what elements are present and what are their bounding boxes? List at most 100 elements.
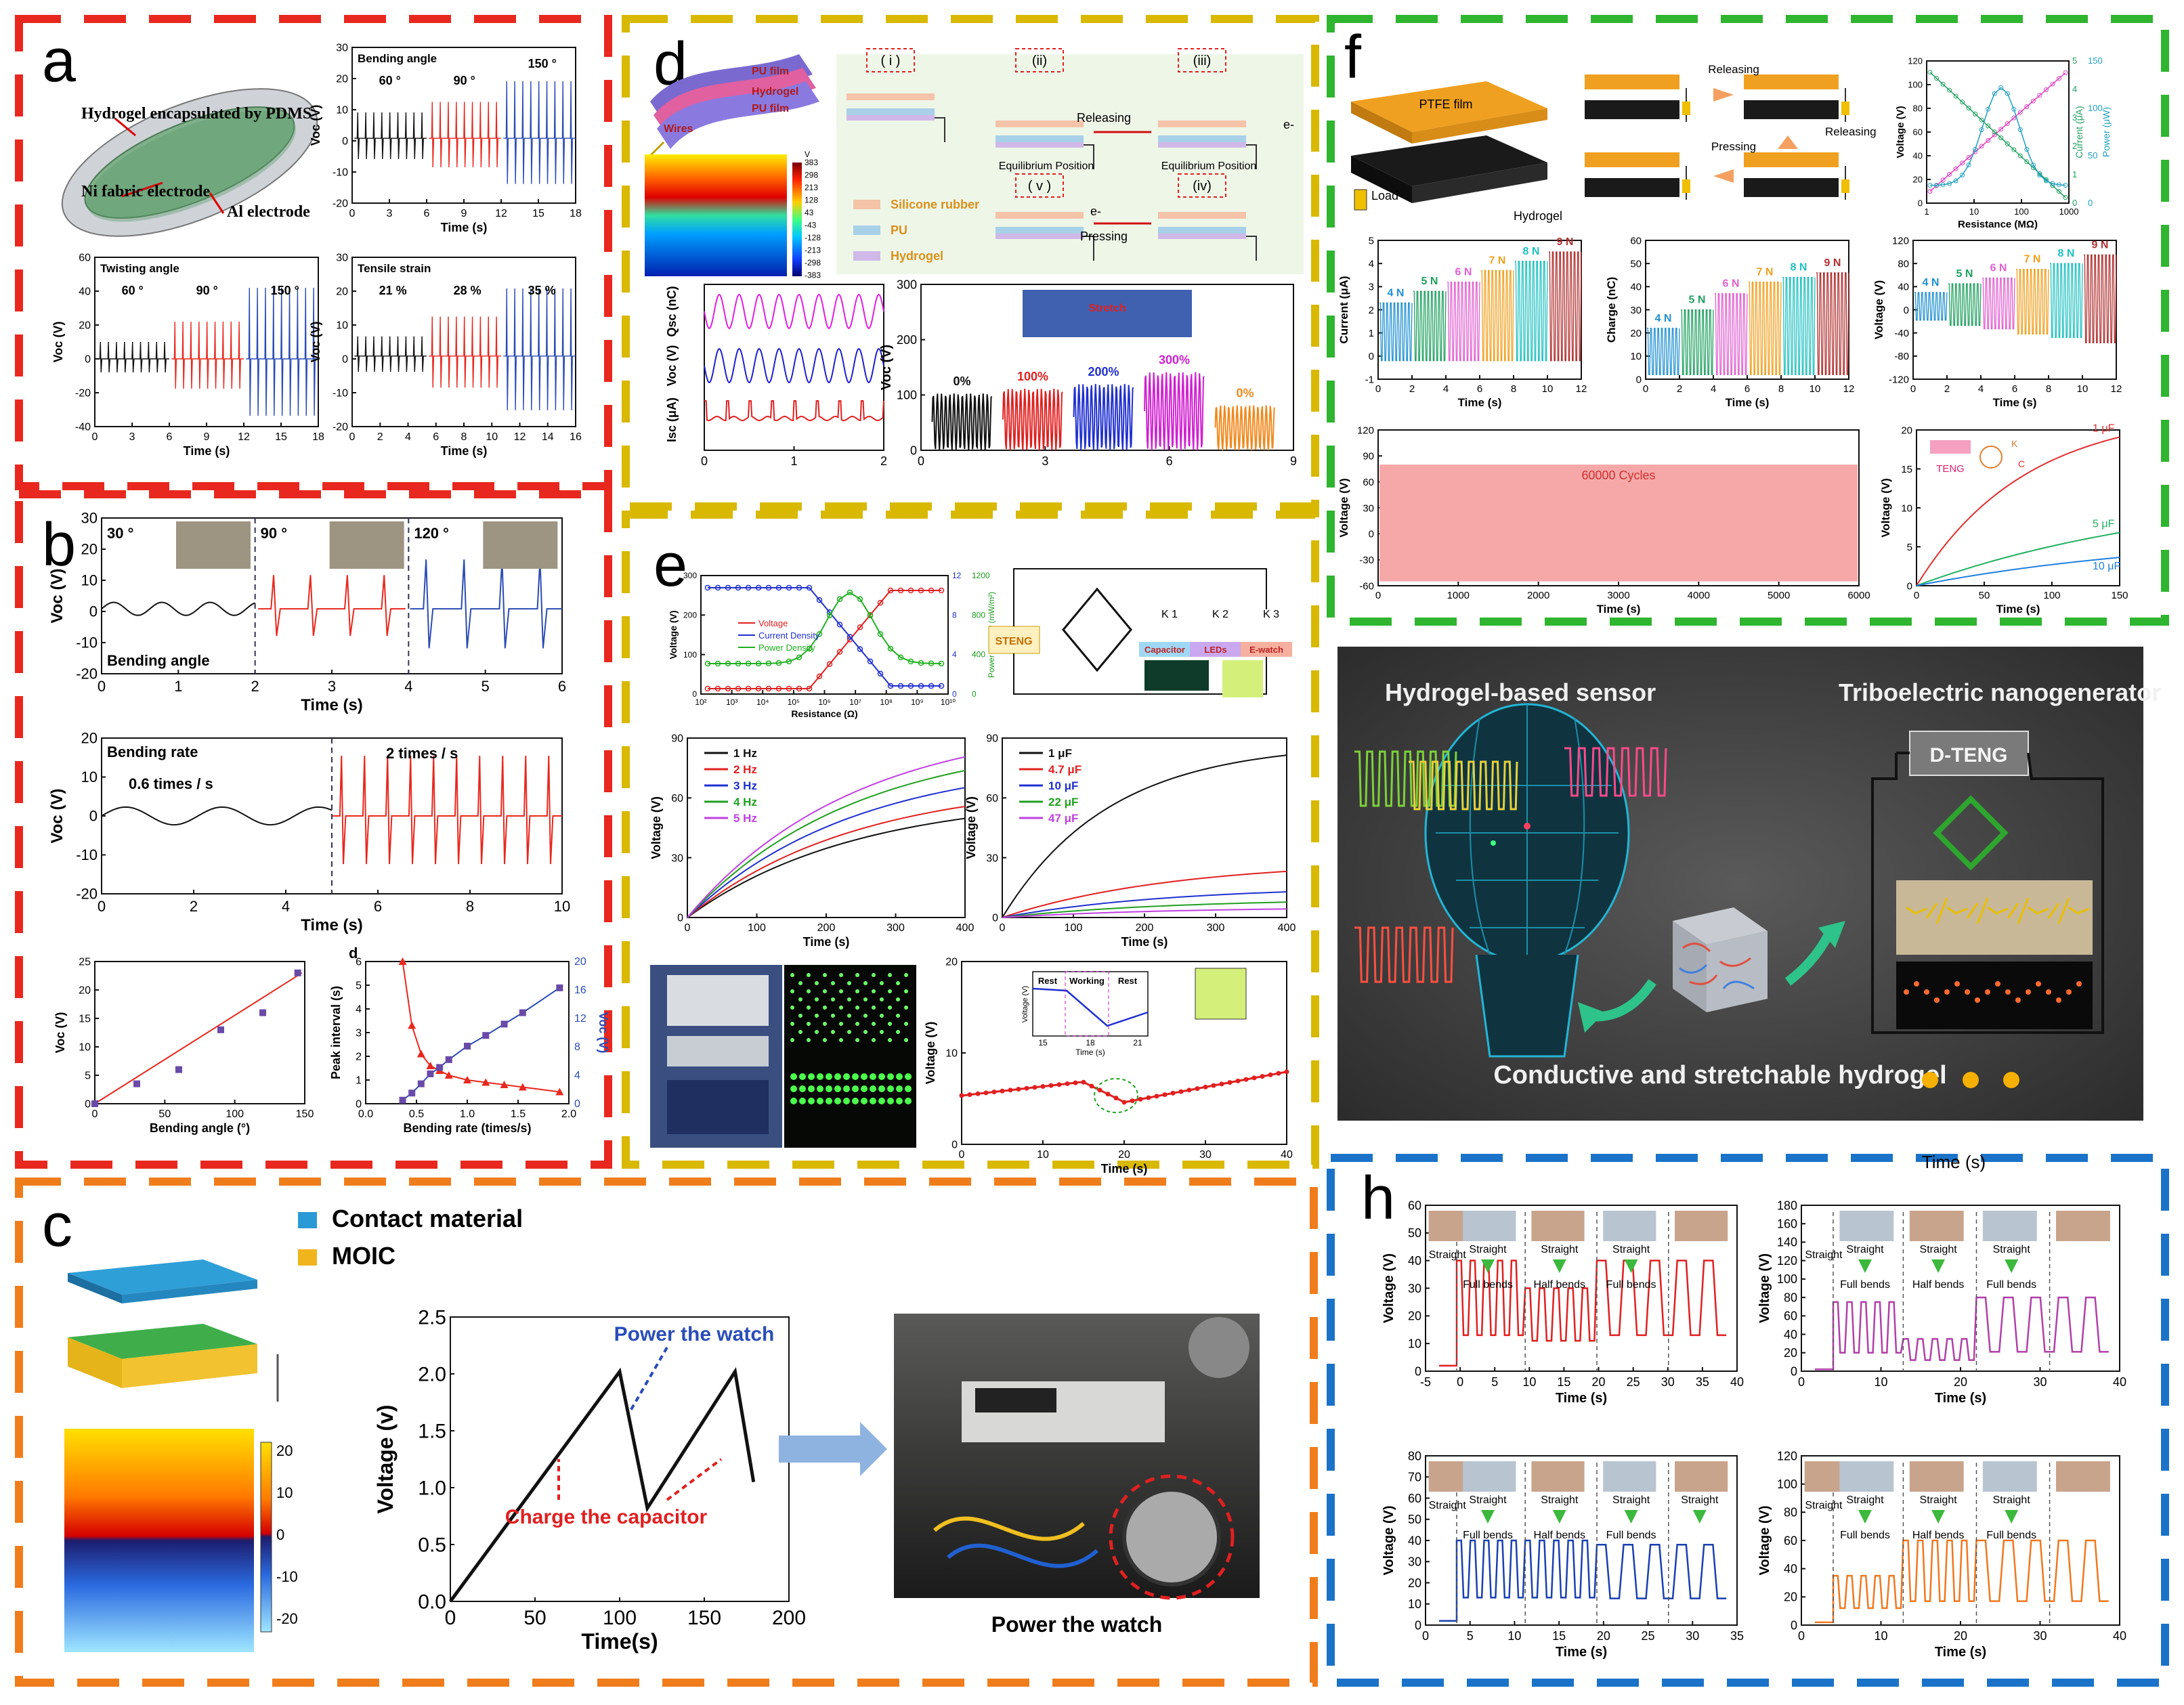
x-tick-label: 50 (158, 1108, 171, 1120)
led (861, 1085, 868, 1092)
y-tick-label: 2 (356, 1052, 362, 1063)
x-tick-label: 0 (445, 1607, 456, 1629)
x-tick-label: 10⁸ (880, 697, 893, 707)
curved-arrow-right (1784, 932, 1833, 986)
led-wire (1906, 906, 1917, 915)
pu-layer (847, 108, 935, 115)
data-point (975, 1091, 981, 1096)
led-wire (1946, 906, 1958, 915)
ptfe-mini (1744, 152, 1839, 167)
group-label: 5 N (1956, 268, 1973, 280)
legend-label: 4 Hz (733, 796, 757, 808)
voltage-trace (448, 1366, 756, 1603)
x-tick-label: 3000 (1607, 590, 1629, 601)
data-point (887, 683, 894, 689)
led (852, 1073, 859, 1080)
x-tick-label: 12 (238, 431, 250, 443)
y-tick-label: 30 (1630, 305, 1642, 316)
led (1975, 997, 1980, 1003)
data-point (847, 634, 853, 640)
y-tick-label: 60 (986, 793, 998, 804)
y2-tick-label: 4 (952, 650, 957, 660)
x-tick-label: 10¹⁰ (941, 697, 956, 707)
signal-trace (1948, 283, 1982, 326)
x-tick-label: 10 (1522, 1375, 1536, 1389)
led (807, 989, 811, 993)
down-arrow (1858, 1510, 1872, 1524)
x-tick-label: 25 (1627, 1375, 1640, 1389)
data-point (2063, 195, 2068, 200)
y-tick-label: 10 (1408, 1337, 1421, 1350)
sensor-signals (1354, 747, 1667, 983)
led (807, 1038, 811, 1042)
label-hydrogel-pdms: Hydrogel encapsulated by PDMS (81, 105, 312, 123)
encapsulated-cylinder-illustration (61, 88, 318, 237)
y-tick-label: 10 (336, 320, 348, 332)
step-label: Releasing (1825, 125, 1877, 138)
data-point (1146, 1095, 1151, 1100)
led (863, 997, 868, 1001)
y-tick-label: 60 (1408, 1199, 1421, 1212)
gesture-photo (1982, 1461, 2037, 1492)
x-tick-label: 100 (748, 922, 766, 934)
annotation-power: Power the watch (614, 1323, 775, 1345)
bridge (1062, 587, 1132, 672)
led (872, 989, 876, 993)
ground-wire (1084, 144, 1094, 169)
peak-point (518, 1083, 527, 1091)
data-point (847, 589, 853, 596)
y-axis-label: Current (μA) (1337, 276, 1350, 343)
led (861, 1098, 868, 1104)
gesture-label: Straight (1612, 1494, 1650, 1506)
x-tick-label: 10 (1810, 383, 1821, 395)
y-tick-label: 0.0 (418, 1591, 446, 1614)
signal-trace (1439, 1539, 1727, 1622)
data-point (877, 670, 884, 677)
y-tick-label: 0 (89, 808, 98, 825)
y-tick-label: 5 (1907, 542, 1912, 553)
data-point (2017, 153, 2023, 158)
signal-trace (354, 112, 427, 159)
led (855, 973, 859, 977)
pu-layer (995, 227, 1084, 234)
group-label: 7 N (2024, 254, 2041, 265)
signal-trace (332, 756, 562, 865)
signal-trace (429, 102, 501, 168)
data-point (887, 645, 894, 652)
silicone-layer (995, 121, 1084, 127)
x-tick-label: 0 (1457, 1375, 1463, 1389)
inset-label: Working (1069, 976, 1105, 986)
x-tick-label: 150 (687, 1607, 721, 1629)
data-point (786, 658, 792, 665)
legend-label: 3 Hz (733, 779, 757, 792)
signal-trace (246, 287, 318, 416)
voc-point (445, 1056, 452, 1063)
y-tick-label: 30 (336, 43, 348, 54)
pu-layer (1158, 135, 1246, 142)
x-tick-label: 300 (1207, 922, 1225, 934)
x-tick-label: 40 (1730, 1375, 1744, 1389)
data-point (755, 685, 762, 692)
data-point (1024, 1085, 1029, 1091)
led (1904, 989, 1909, 995)
led-photos (650, 965, 916, 1148)
annotation-arrow (666, 1458, 723, 1501)
led (799, 1098, 806, 1104)
led (855, 1022, 859, 1026)
gesture-label: Straight (1541, 1244, 1579, 1255)
data-point (1243, 1077, 1249, 1082)
led (1914, 981, 1919, 987)
stretch-label: Stretch (1088, 303, 1126, 314)
y-tick-label: 60 (1913, 127, 1923, 137)
y3-axis-label: Power (μW) (2101, 107, 2112, 157)
legend-moic: MOIC (332, 1242, 395, 1270)
x-tick-label: 16 (570, 431, 582, 443)
gesture-label: Full bends (1606, 1530, 1656, 1541)
field-simulation (645, 154, 787, 276)
y-tick-label: 0 (677, 913, 683, 924)
